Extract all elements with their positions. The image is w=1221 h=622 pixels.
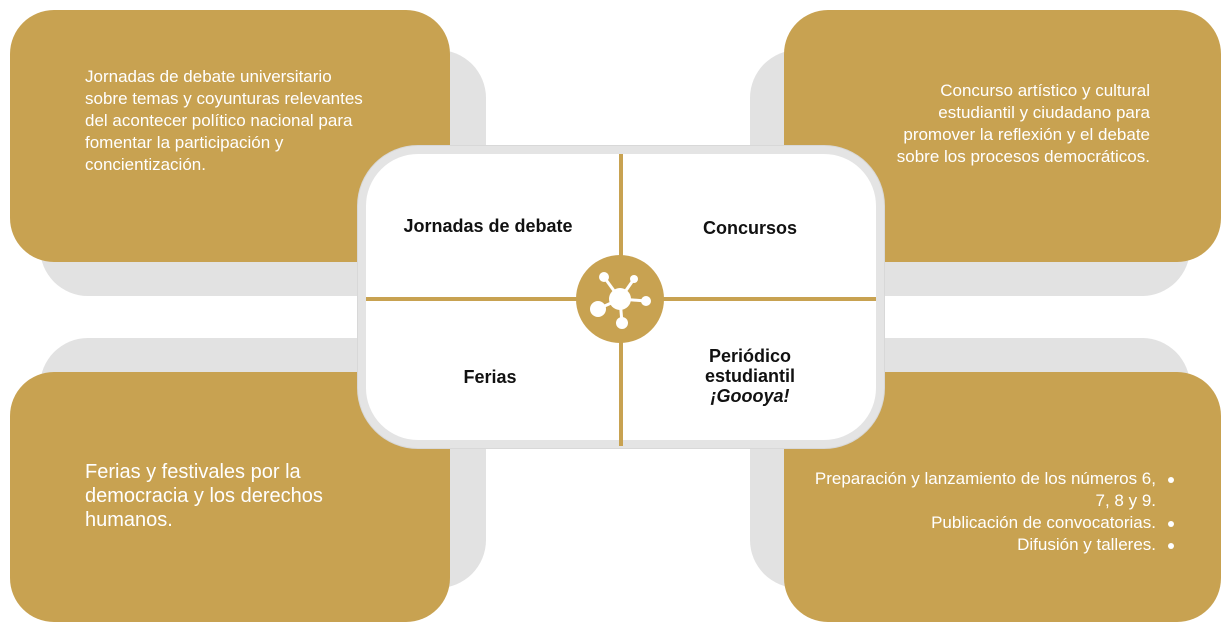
quadrant-label-periodico: Periódico estudiantil ¡Goooya! — [640, 346, 860, 406]
bottom-right-bullet-3: Difusión y talleres. — [804, 534, 1176, 556]
periodico-line-2: estudiantil — [704, 366, 795, 386]
periodico-line-3: ¡Goooya! — [710, 386, 790, 406]
top-left-card-text: Jornadas de debate universitario sobre t… — [85, 67, 363, 174]
top-right-card-text: Concurso artístico y cultural estudianti… — [896, 81, 1150, 166]
quadrant-label-ferias: Ferias — [463, 367, 517, 387]
quadrant-label-jornadas: Jornadas de debate — [403, 216, 573, 236]
bottom-right-bullet-1: Preparación y lanzamiento de los números… — [804, 468, 1176, 512]
bottom-right-bullet-list: Preparación y lanzamiento de los números… — [804, 468, 1176, 556]
network-icon — [590, 272, 651, 329]
bottom-left-card-text: Ferias y festivales por la democracia y … — [85, 461, 323, 531]
bottom-right-bullet-2: Publicación de convocatorias. — [804, 512, 1176, 534]
bottom-left-card: Ferias y festivales por la democracia y … — [10, 372, 450, 622]
periodico-line-1: Periódico — [708, 346, 792, 366]
quadrant-label-concursos: Concursos — [702, 218, 798, 238]
